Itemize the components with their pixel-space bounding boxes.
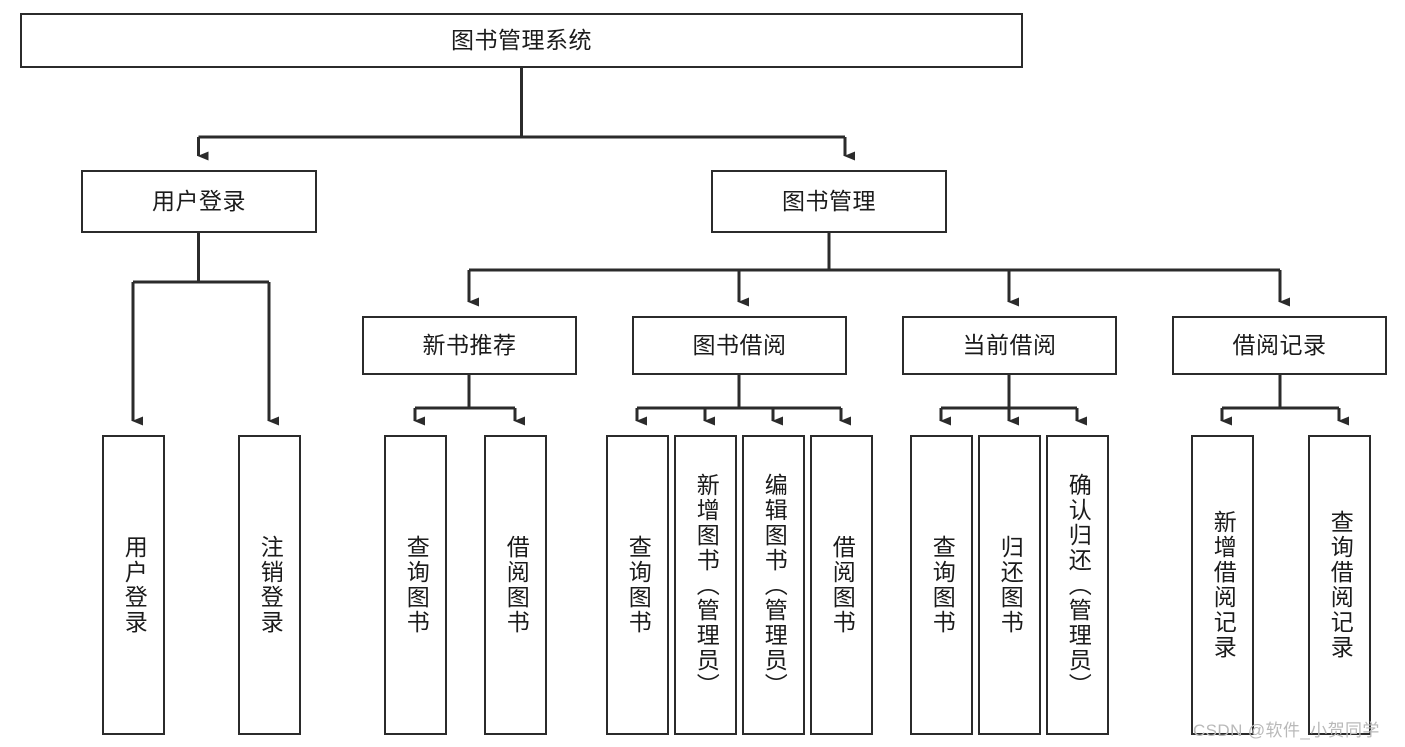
node-book-manage-label: 图书管理 bbox=[782, 187, 876, 214]
node-new-book-recommend-label: 新书推荐 bbox=[422, 331, 517, 358]
node-leaf-query-book-2-label: 查询图书 bbox=[625, 535, 652, 635]
node-leaf-borrow-book-1[interactable]: 借阅图书 bbox=[484, 435, 547, 735]
node-leaf-add-book-label: 新增图书（管理员） bbox=[693, 472, 720, 698]
node-leaf-add-record-label: 新增借阅记录 bbox=[1210, 510, 1237, 660]
node-leaf-return-book-label: 归还图书 bbox=[997, 535, 1024, 635]
node-book-borrow-label: 图书借阅 bbox=[692, 331, 787, 358]
node-leaf-confirm-return[interactable]: 确认归还（管理员） bbox=[1046, 435, 1109, 735]
node-root[interactable]: 图书管理系统 bbox=[20, 13, 1023, 68]
node-leaf-add-book[interactable]: 新增图书（管理员） bbox=[674, 435, 737, 735]
node-leaf-confirm-return-label: 确认归还（管理员） bbox=[1065, 472, 1092, 698]
node-current-borrow-label: 当前借阅 bbox=[962, 331, 1057, 358]
node-new-book-recommend[interactable]: 新书推荐 bbox=[362, 316, 577, 375]
node-leaf-add-record[interactable]: 新增借阅记录 bbox=[1191, 435, 1254, 735]
node-leaf-edit-book-label: 编辑图书（管理员） bbox=[761, 472, 788, 698]
node-leaf-return-book[interactable]: 归还图书 bbox=[978, 435, 1041, 735]
node-current-borrow[interactable]: 当前借阅 bbox=[902, 316, 1117, 375]
node-user-login-label: 用户登录 bbox=[152, 187, 246, 214]
node-leaf-query-record[interactable]: 查询借阅记录 bbox=[1308, 435, 1371, 735]
node-leaf-user-logout[interactable]: 注销登录 bbox=[238, 435, 301, 735]
node-leaf-borrow-book-2[interactable]: 借阅图书 bbox=[810, 435, 873, 735]
node-root-label: 图书管理系统 bbox=[451, 26, 592, 53]
node-leaf-user-login-label: 用户登录 bbox=[121, 535, 148, 635]
node-user-login[interactable]: 用户登录 bbox=[81, 170, 317, 233]
csdn-watermark: CSDN @软件_小贺同学 bbox=[1193, 721, 1380, 740]
node-leaf-query-book-3-label: 查询图书 bbox=[929, 535, 956, 635]
node-leaf-borrow-book-1-label: 借阅图书 bbox=[503, 535, 530, 635]
node-leaf-query-record-label: 查询借阅记录 bbox=[1327, 510, 1354, 660]
node-book-manage[interactable]: 图书管理 bbox=[711, 170, 947, 233]
node-borrow-record[interactable]: 借阅记录 bbox=[1172, 316, 1387, 375]
node-leaf-query-book-1-label: 查询图书 bbox=[403, 535, 430, 635]
node-leaf-query-book-3[interactable]: 查询图书 bbox=[910, 435, 973, 735]
node-leaf-edit-book[interactable]: 编辑图书（管理员） bbox=[742, 435, 805, 735]
node-borrow-record-label: 借阅记录 bbox=[1232, 331, 1327, 358]
node-book-borrow[interactable]: 图书借阅 bbox=[632, 316, 847, 375]
node-leaf-user-logout-label: 注销登录 bbox=[257, 535, 284, 635]
node-leaf-borrow-book-2-label: 借阅图书 bbox=[829, 535, 856, 635]
node-leaf-query-book-2[interactable]: 查询图书 bbox=[606, 435, 669, 735]
node-leaf-user-login[interactable]: 用户登录 bbox=[102, 435, 165, 735]
node-leaf-query-book-1[interactable]: 查询图书 bbox=[384, 435, 447, 735]
